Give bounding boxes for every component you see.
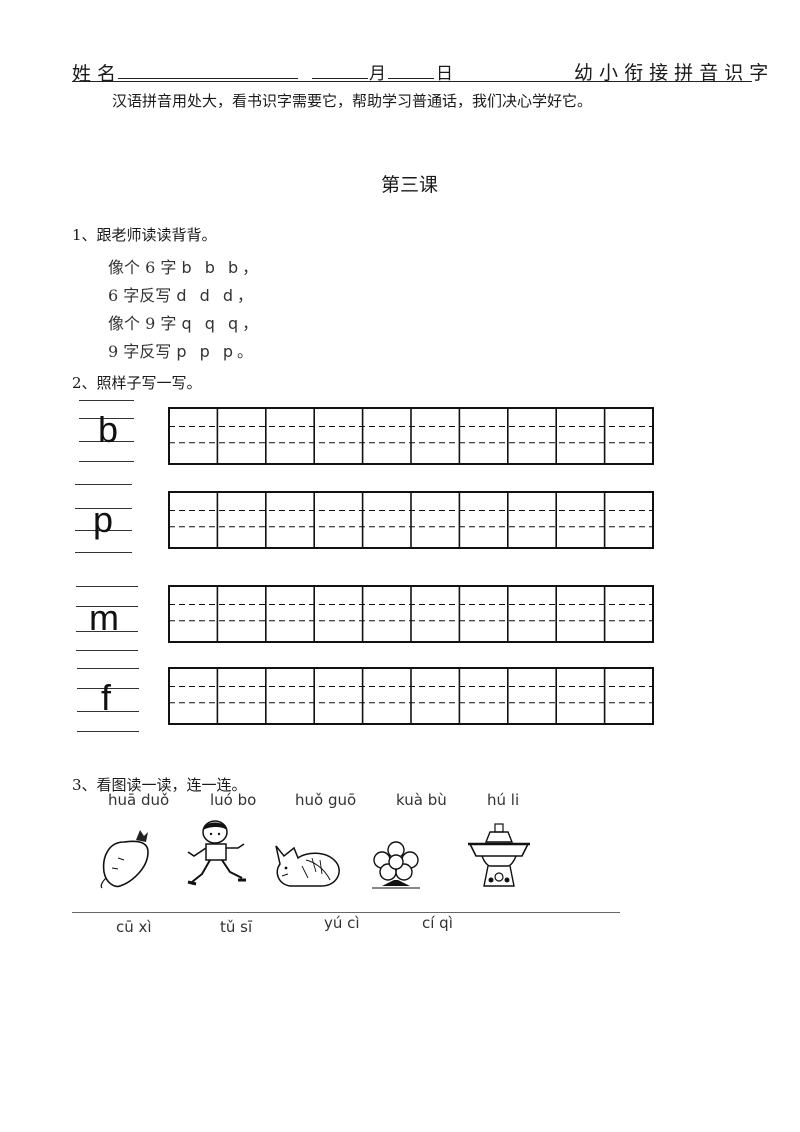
section2-instruction: 2、照样子写一写。 <box>72 374 202 392</box>
rhyme-letters: p p p <box>176 342 238 361</box>
header-rule <box>72 81 752 82</box>
rhyme-text: 9 字反写 <box>108 342 172 361</box>
pinyin-top-4: kuà bù <box>396 791 447 809</box>
pinyin-top-2: luó bo <box>210 791 257 809</box>
name-label: 姓 名 <box>72 63 117 85</box>
pinyin-top-5: hú li <box>487 791 520 809</box>
rhyme-text: 6 字反写 <box>108 286 172 305</box>
rhyme-text: 像个 6 字 <box>108 258 177 277</box>
sample-letter-f: f <box>101 677 112 718</box>
pinyin-bottom-3: yú cì <box>324 914 360 932</box>
worksheet-title: 幼 小 衔 接 拼 音 识 字 <box>574 62 769 84</box>
running-boy-picture[interactable] <box>184 818 250 890</box>
rhyme-letters: d d d <box>176 286 238 305</box>
fox-picture[interactable] <box>272 838 344 890</box>
section3-instruction: 3、看图读一读，连一连。 <box>72 776 247 794</box>
pinyin-bottom-4: cí qì <box>422 914 453 932</box>
month-blank[interactable] <box>312 78 368 79</box>
writing-grid-b[interactable] <box>168 407 654 465</box>
hotpot-picture[interactable] <box>466 822 532 890</box>
rhyme-punct: ， <box>237 286 254 305</box>
sample-letter-m: m <box>89 597 119 638</box>
rhyme-block: 像个 6 字 b b b， 6 字反写 d d d， 像个 9 字 q q q，… <box>108 254 258 366</box>
sample-letter-b: b <box>98 409 119 450</box>
writing-grid-m[interactable] <box>168 585 654 643</box>
rhyme-letters: b b b <box>181 258 243 277</box>
writing-grid-f[interactable] <box>168 667 654 725</box>
rhyme-punct: 。 <box>237 342 254 361</box>
name-blank[interactable] <box>118 78 298 79</box>
rhyme-text: 像个 9 字 <box>108 314 177 333</box>
pinyin-top-3: huǒ guō <box>295 791 357 809</box>
pinyin-bottom-1: cū xì <box>116 918 152 936</box>
rhyme-letters: q q q <box>181 314 243 333</box>
rhyme-line: 6 字反写 d d d， <box>108 282 258 310</box>
rhyme-line: 像个 9 字 q q q， <box>108 310 258 338</box>
motto-text: 汉语拼音用处大，看书识字需要它，帮助学习普通话，我们决心学好它。 <box>112 92 593 110</box>
flower-picture[interactable] <box>364 840 428 890</box>
pinyin-top-1: huā duǒ <box>108 791 170 809</box>
section1-instruction: 1、跟老师读读背背。 <box>72 226 217 244</box>
month-label: 月 <box>369 64 386 84</box>
writing-grid-p[interactable] <box>168 491 654 549</box>
rhyme-punct: ， <box>242 258 259 277</box>
radish-picture[interactable] <box>98 828 156 890</box>
sample-letter-p: p <box>93 499 114 540</box>
connect-divider <box>72 912 620 913</box>
lesson-title: 第三课 <box>381 174 439 196</box>
day-label: 日 <box>436 64 453 84</box>
pinyin-bottom-2: tǔ sī <box>220 918 253 936</box>
rhyme-punct: ， <box>242 314 259 333</box>
rhyme-line: 像个 6 字 b b b， <box>108 254 258 282</box>
rhyme-line: 9 字反写 p p p。 <box>108 338 258 366</box>
day-blank[interactable] <box>388 78 434 79</box>
